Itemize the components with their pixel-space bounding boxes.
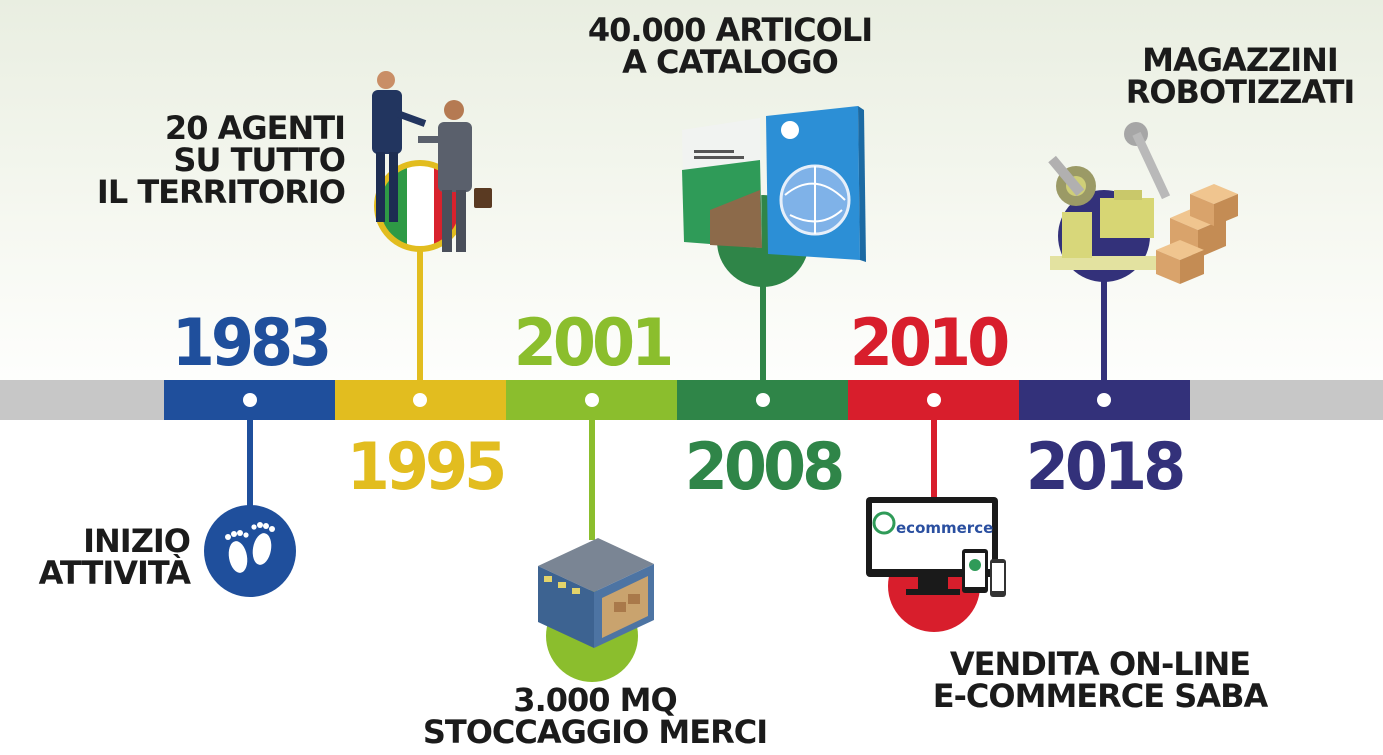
stem-2018	[1101, 270, 1107, 400]
robot-arm-icon	[1040, 120, 1250, 294]
label-2001: 3.000 MQ STOCCAGGIO MERCI	[422, 681, 768, 751]
timeline-dot-2001	[585, 393, 599, 407]
label-2010: VENDITA ON-LINE E-COMMERCE SABA	[932, 645, 1268, 715]
label-1983: INIZIO ATTIVITÀ	[38, 522, 191, 592]
stem-2010	[931, 400, 937, 510]
year-1983: 1983	[171, 304, 333, 381]
timeline-dot-2010	[927, 393, 941, 407]
label-2018: MAGAZZINI ROBOTIZZATI	[1125, 41, 1356, 111]
year-1995: 1995	[346, 428, 508, 505]
ecommerce-devices-icon: ecommerce	[862, 495, 1012, 609]
stem-1983	[247, 400, 253, 510]
footprints-icon	[204, 505, 296, 597]
warehouse-icon	[530, 532, 660, 656]
stem-1995	[417, 250, 423, 400]
timeline-dot-2008	[756, 393, 770, 407]
businessmen-icon	[360, 70, 495, 264]
timeline-dot-1995	[413, 393, 427, 407]
year-2001: 2001	[513, 304, 675, 381]
ecommerce-screen-text: ecommerce	[896, 519, 993, 537]
year-2018: 2018	[1025, 428, 1187, 505]
stem-2001	[589, 400, 595, 540]
catalog-icon	[670, 100, 870, 274]
timeline-dot-2018	[1097, 393, 1111, 407]
label-2008: 40.000 ARTICOLI A CATALOGO	[587, 11, 873, 81]
year-2008: 2008	[684, 428, 846, 505]
timeline-dot-1983	[243, 393, 257, 407]
stem-2008	[760, 270, 766, 400]
label-1995: 20 AGENTI SU TUTTO IL TERRITORIO	[96, 109, 346, 211]
year-2010: 2010	[849, 304, 1011, 381]
